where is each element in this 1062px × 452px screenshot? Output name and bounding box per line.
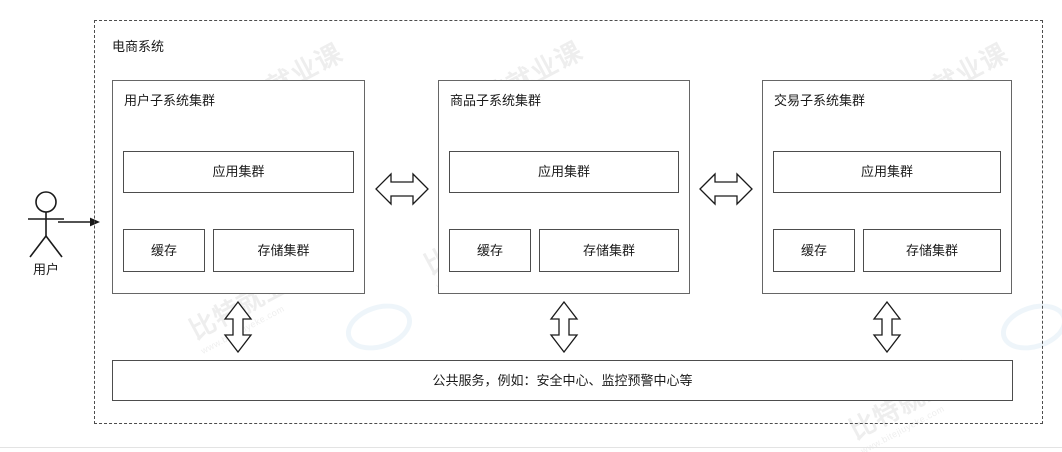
cache-box[interactable]: 缓存 <box>449 229 531 272</box>
system-title: 电商系统 <box>112 39 165 54</box>
system-boundary <box>94 20 1043 424</box>
double-headed-vertical-arrow-icon <box>872 301 902 353</box>
subsystem-user-cluster[interactable]: 用户子系统集群 应用集群 缓存 存储集群 <box>112 80 365 294</box>
subsystem-product-cluster[interactable]: 商品子系统集群 应用集群 缓存 存储集群 <box>438 80 690 294</box>
storage-cluster-box[interactable]: 存储集群 <box>863 229 1001 272</box>
storage-cluster-box[interactable]: 存储集群 <box>213 229 354 272</box>
actor-label: 用户 <box>32 262 59 277</box>
cache-box[interactable]: 缓存 <box>773 229 855 272</box>
storage-cluster-box[interactable]: 存储集群 <box>539 229 679 272</box>
app-cluster-box[interactable]: 应用集群 <box>123 151 354 193</box>
double-headed-horizontal-arrow-icon <box>699 172 753 206</box>
cache-box[interactable]: 缓存 <box>123 229 205 272</box>
actor-user: 用户 <box>8 190 84 282</box>
arrow-right-icon <box>58 217 100 227</box>
app-cluster-box[interactable]: 应用集群 <box>773 151 1001 193</box>
shared-services-bar[interactable]: 公共服务，例如：安全中心、监控预警中心等 <box>112 360 1013 401</box>
app-cluster-box[interactable]: 应用集群 <box>449 151 679 193</box>
double-headed-vertical-arrow-icon <box>549 301 579 353</box>
subsystem-title: 用户子系统集群 <box>124 93 216 108</box>
subsystem-title: 商品子系统集群 <box>450 93 542 108</box>
double-headed-horizontal-arrow-icon <box>375 172 429 206</box>
double-headed-vertical-arrow-icon <box>223 301 253 353</box>
subsystem-transaction-cluster[interactable]: 交易子系统集群 应用集群 缓存 存储集群 <box>762 80 1012 294</box>
stick-figure-actor-icon <box>28 191 64 258</box>
subsystem-title: 交易子系统集群 <box>774 93 866 108</box>
page-bottom-rule <box>0 447 1062 448</box>
